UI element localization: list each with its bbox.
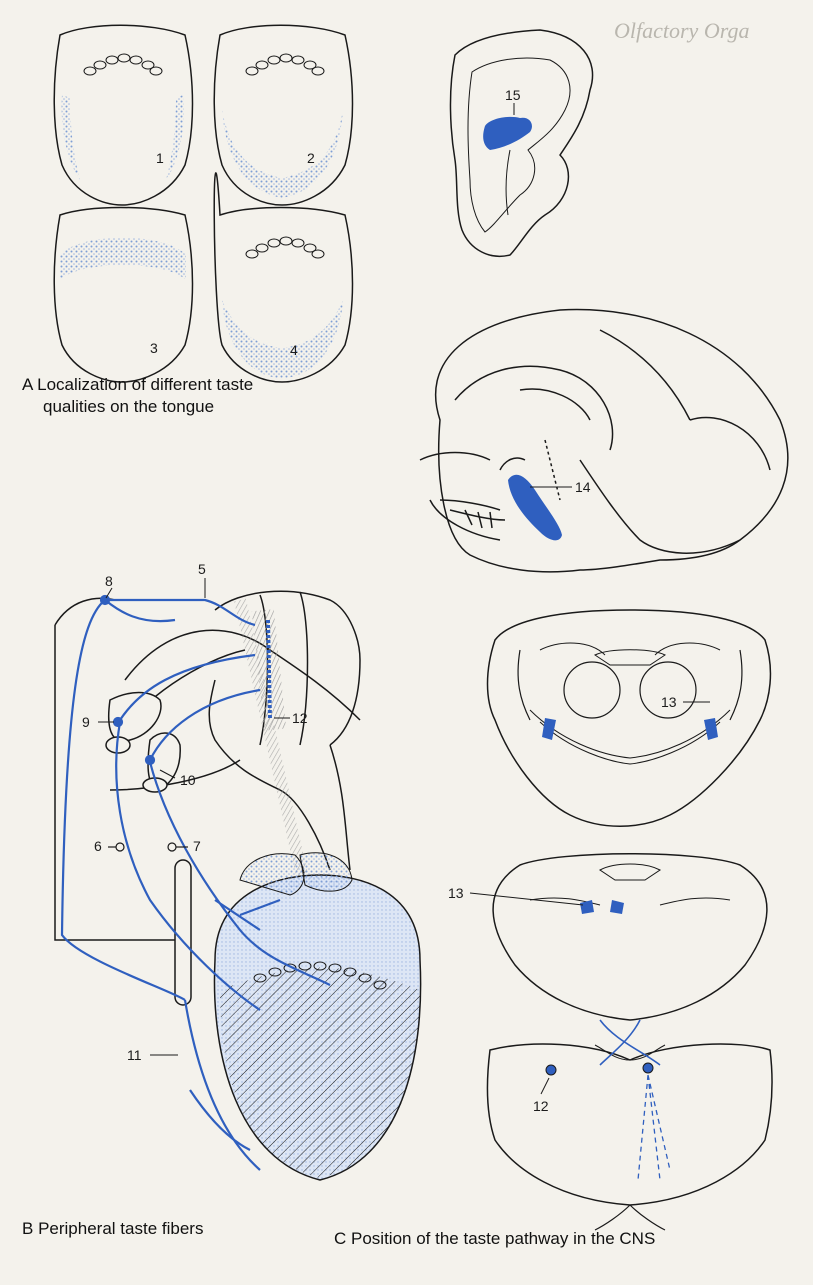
caption-b-letter: B: [22, 1219, 33, 1238]
caption-a-line1: Localization of different taste: [37, 375, 253, 394]
medulla-section: [488, 1020, 773, 1230]
caption-a-line2: qualities on the tongue: [43, 396, 214, 417]
caption-a: A Localization of different taste: [22, 374, 253, 395]
label-13-lower: 13: [448, 885, 464, 901]
label-15: 15: [505, 87, 521, 103]
label-8: 8: [105, 573, 113, 589]
caption-c-letter: C: [334, 1229, 346, 1248]
label-5: 5: [198, 561, 206, 577]
ganglion-markers: [108, 843, 188, 851]
tongue-2-label: 2: [307, 150, 315, 166]
label-10: 10: [180, 772, 196, 788]
caption-a-letter: A: [22, 375, 32, 394]
tongue-4-label: 4: [290, 342, 298, 358]
taste-area-insula: [508, 475, 562, 541]
tongue-1: [54, 25, 192, 205]
tongue-1-label: 1: [156, 150, 164, 166]
midbrain-section: [488, 610, 771, 826]
caption-b-text: Peripheral taste fibers: [38, 1219, 203, 1238]
label-11: 11: [127, 1047, 142, 1063]
sagittal-brain: [420, 310, 788, 572]
label-12-b: 12: [292, 710, 308, 726]
label-13-upper: 13: [661, 694, 677, 710]
label-14: 14: [575, 479, 591, 495]
coronal-brain-section: [450, 30, 592, 256]
tongue-b: [214, 853, 420, 1180]
tongue-3-label: 3: [150, 340, 158, 356]
pons-section: [493, 854, 767, 1020]
label-6: 6: [94, 838, 102, 854]
ganglion-structures: [106, 693, 191, 1006]
leader-lines-c: [470, 103, 710, 1094]
caption-c-text: Position of the taste pathway in the CNS: [351, 1229, 655, 1248]
label-9: 9: [82, 714, 90, 730]
caption-c: C Position of the taste pathway in the C…: [334, 1228, 655, 1249]
label-12-c: 12: [533, 1098, 549, 1114]
tongue-3: [54, 208, 192, 383]
label-7: 7: [193, 838, 201, 854]
tongue-2: [214, 25, 352, 205]
caption-b: B Peripheral taste fibers: [22, 1218, 203, 1239]
